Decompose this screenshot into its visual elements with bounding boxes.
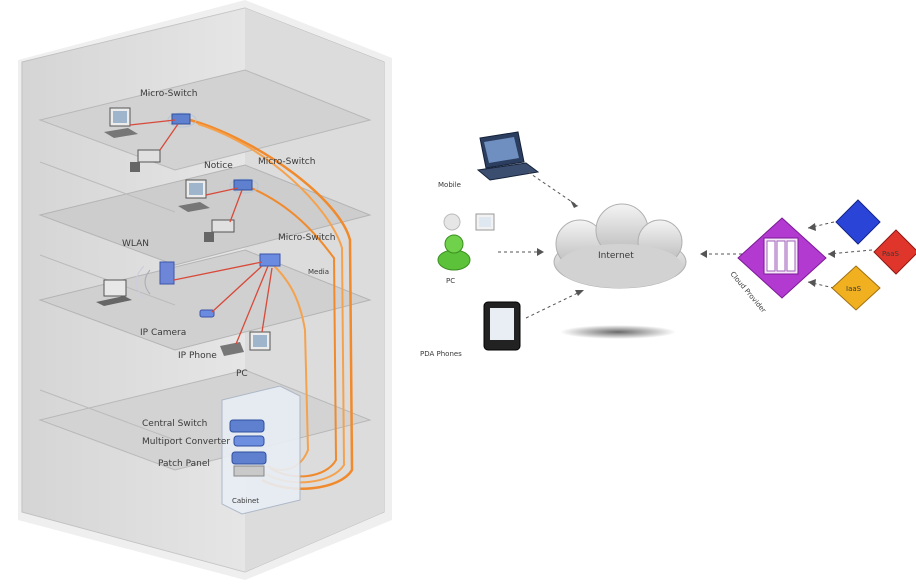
laptop <box>96 279 132 306</box>
label-cabinet: Cabinet <box>232 497 259 505</box>
building-illustration: Micro-Switch Notice Micro-Switch WLAN Mi… <box>18 0 392 580</box>
micro-switch-device <box>229 178 259 194</box>
pc-workstation <box>130 149 161 172</box>
pc-workstation <box>178 179 210 212</box>
ip-phone-device <box>220 342 244 356</box>
label-notice: Notice <box>204 161 233 171</box>
mobile-laptop-icon <box>476 131 540 181</box>
label-ip-camera: IP Camera <box>140 328 186 338</box>
connection-arrows <box>498 171 873 319</box>
wlan-access-point <box>135 261 175 299</box>
internet-cloud <box>553 203 687 339</box>
floor-slab-3 <box>38 249 372 351</box>
pc-workstation <box>104 107 138 138</box>
label-micro-switch-right: Micro-Switch <box>258 157 315 167</box>
label-iaas: IaaS <box>846 285 862 293</box>
arrow-heads <box>537 200 835 296</box>
label-wlan: WLAN <box>122 239 149 249</box>
micro-switch-device <box>259 253 281 267</box>
label-central-switch: Central Switch <box>142 419 207 429</box>
floor-edge <box>39 389 176 441</box>
paas-diamond <box>873 229 916 275</box>
pc-workstation <box>204 219 235 242</box>
floor-slab-2 <box>38 164 372 266</box>
copper-cable <box>205 187 243 223</box>
label-multiport-converter: Multiport Converter <box>142 437 230 447</box>
copper-cable <box>173 261 273 345</box>
label-pc: PC <box>236 369 248 379</box>
pc-user-icon <box>437 213 495 271</box>
cabinet <box>221 385 301 515</box>
label-ip-phone: IP Phone <box>178 351 217 361</box>
cloud-computing-diagram: Mobile PC PDA Phones <box>420 131 916 358</box>
cloud-provider-diamond <box>737 217 827 299</box>
pda-phone-icon <box>483 301 521 351</box>
saas-diamond <box>835 199 881 245</box>
micro-switch-device <box>167 112 197 128</box>
copper-cable <box>129 119 179 151</box>
label-media: Media <box>308 268 329 276</box>
label-pda-phones: PDA Phones <box>420 350 462 358</box>
iaas-diamond <box>831 265 881 311</box>
ip-camera-device <box>199 309 215 318</box>
floor-slab-top <box>38 69 372 171</box>
pc-workstation <box>249 331 271 351</box>
label-micro-switch-mid: Micro-Switch <box>278 233 335 243</box>
floor-edge <box>39 161 176 213</box>
label-internet: Internet <box>598 251 634 261</box>
label-paas: PaaS <box>882 250 899 258</box>
label-patch-panel: Patch Panel <box>158 459 210 469</box>
label-mobile: Mobile <box>438 181 461 189</box>
label-micro-switch-top: Micro-Switch <box>140 89 197 99</box>
label-pc-client: PC <box>446 277 455 285</box>
